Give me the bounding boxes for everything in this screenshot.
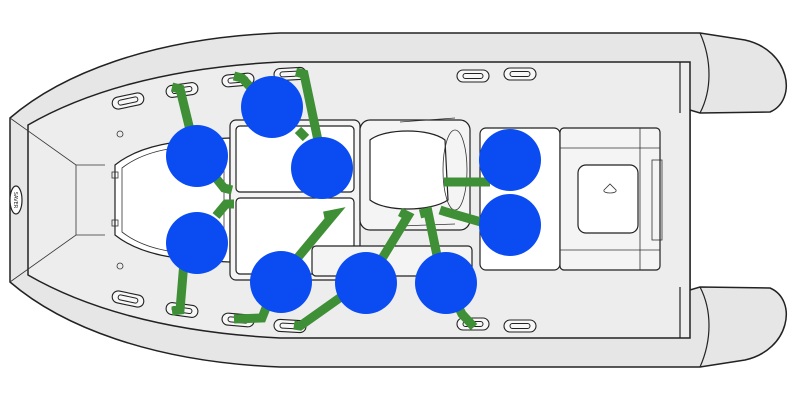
- grab-handle[interactable]: [503, 319, 537, 333]
- grab-handle[interactable]: [503, 67, 537, 81]
- grab-handle[interactable]: [456, 69, 490, 83]
- tube-end-bottom: [699, 286, 710, 368]
- grab-handle[interactable]: [111, 92, 145, 110]
- passenger[interactable]: [479, 194, 541, 256]
- passengers: [166, 76, 541, 314]
- locker-latch-top: [111, 171, 119, 179]
- windscreen: [369, 130, 449, 210]
- helm-console: [359, 117, 471, 231]
- passenger[interactable]: [166, 125, 228, 187]
- deck-fitting: [116, 262, 124, 270]
- grab-handle[interactable]: [111, 290, 145, 308]
- passenger[interactable]: [166, 212, 228, 274]
- strap: [438, 205, 490, 229]
- strap: [212, 175, 234, 195]
- strap: [171, 261, 189, 316]
- passenger[interactable]: [291, 137, 353, 199]
- deck-fitting: [116, 130, 124, 138]
- engine-hatch: [577, 164, 639, 234]
- strap: [212, 199, 234, 219]
- passenger[interactable]: [250, 251, 312, 313]
- passenger[interactable]: [415, 252, 477, 314]
- tube-end-top: [699, 32, 710, 114]
- bow-logo-plate: [9, 185, 23, 215]
- strap: [294, 67, 325, 151]
- strap: [170, 82, 195, 132]
- bow-logo-text: SAVER: [12, 192, 18, 209]
- passenger[interactable]: [335, 252, 397, 314]
- passenger[interactable]: [479, 129, 541, 191]
- locker-latch-bottom: [111, 219, 119, 227]
- hatch-handle-icon: [603, 183, 617, 194]
- strap: [294, 126, 310, 142]
- passenger[interactable]: [241, 76, 303, 138]
- transom-bracket: [651, 159, 663, 241]
